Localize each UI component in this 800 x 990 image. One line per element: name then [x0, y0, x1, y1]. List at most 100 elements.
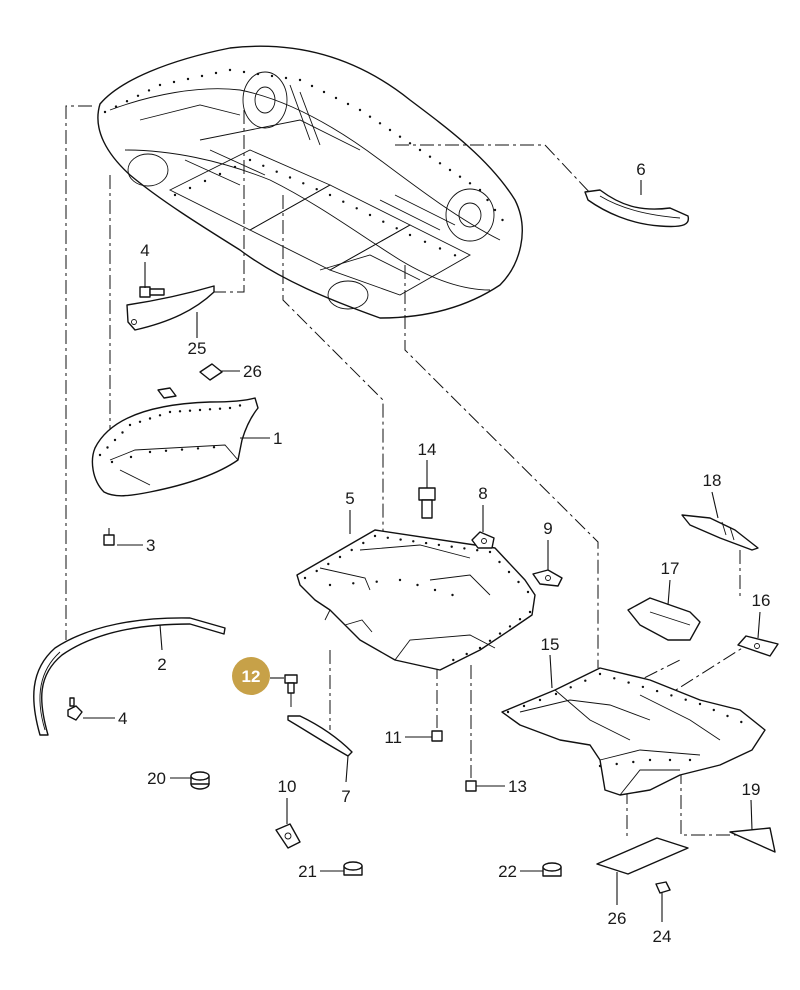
callouts: 6 4 25 26 1 3 2 4 5 14 8 9 11 13 7 10 20… [118, 160, 770, 946]
callout-4-top[interactable]: 4 [140, 241, 149, 260]
part-21-nut [343, 861, 363, 876]
callout-24[interactable]: 24 [653, 927, 672, 946]
hole-dot [412, 540, 415, 543]
hole-dot [322, 90, 326, 94]
hole-dot [598, 764, 602, 768]
hole-dot [315, 569, 318, 573]
hole-dot [310, 84, 314, 88]
hole-dot [408, 142, 412, 145]
car-underbody [97, 45, 523, 319]
part-13-screw [465, 780, 477, 792]
hole-dot [554, 692, 558, 696]
hole-dot [315, 188, 318, 191]
hole-dot [338, 555, 342, 559]
hole-dot [172, 80, 176, 84]
hole-dot [148, 417, 152, 420]
hole-dot [238, 404, 242, 407]
part-25-bracket [126, 285, 215, 331]
hole-dot [458, 175, 462, 178]
callout-10[interactable]: 10 [278, 777, 297, 796]
hole-dot [498, 560, 501, 564]
hole-dot [198, 408, 202, 412]
hole-dot [180, 448, 184, 451]
hole-dot [437, 543, 441, 547]
callout-5[interactable]: 5 [345, 489, 354, 508]
hole-dot [465, 652, 468, 656]
hole-dot [386, 536, 389, 539]
leader-lines [83, 180, 761, 922]
hole-dot [218, 407, 222, 410]
hole-dot [218, 172, 222, 176]
hole-dot [526, 590, 530, 594]
part-4-bolt-top [139, 286, 165, 298]
hole-dot [362, 541, 365, 545]
part-6-trim-strip [584, 189, 690, 228]
hole-dot [382, 220, 385, 223]
callout-6[interactable]: 6 [636, 160, 645, 179]
callout-21[interactable]: 21 [298, 862, 317, 881]
hole-dot [136, 94, 140, 98]
part-22-nut [542, 862, 562, 877]
hole-dot [178, 410, 182, 413]
hole-dot [418, 148, 422, 152]
callout-18[interactable]: 18 [703, 471, 722, 490]
callout-19[interactable]: 19 [742, 780, 761, 799]
callout-15[interactable]: 15 [541, 635, 560, 654]
callout-7[interactable]: 7 [341, 787, 350, 806]
hole-dot [684, 698, 687, 701]
hole-dot [368, 213, 372, 217]
callout-22[interactable]: 22 [498, 862, 517, 881]
hole-dot [448, 168, 452, 172]
callout-13[interactable]: 13 [508, 777, 527, 796]
callout-26-top[interactable]: 26 [243, 362, 262, 381]
callout-17[interactable]: 17 [661, 559, 680, 578]
part-8-clip [471, 531, 495, 549]
hole-dot [164, 449, 168, 452]
hole-dot [408, 233, 412, 237]
hole-dot [352, 582, 355, 585]
callout-4-bottom[interactable]: 4 [118, 709, 127, 728]
hole-dot [113, 438, 117, 442]
part-10-bracket [275, 823, 301, 849]
part-15-rear-underpanel [501, 667, 766, 796]
hole-dot [641, 685, 645, 689]
hole-dot [501, 218, 504, 222]
callout-11[interactable]: 11 [384, 728, 402, 747]
callout-9[interactable]: 9 [543, 519, 552, 538]
hole-dot [125, 100, 129, 103]
hole-dot [256, 72, 260, 76]
callout-25[interactable]: 25 [188, 339, 207, 358]
callout-1[interactable]: 1 [273, 429, 282, 448]
hole-dot [328, 193, 332, 197]
hole-dot [158, 83, 162, 87]
hole-dot [214, 71, 218, 75]
hole-dot [493, 208, 497, 212]
hole-dot [378, 122, 382, 125]
hole-dot [298, 78, 302, 82]
callout-8[interactable]: 8 [478, 484, 487, 503]
part-14-bolt [418, 487, 436, 519]
callout-26-bottom[interactable]: 26 [608, 909, 627, 928]
callout-2[interactable]: 2 [157, 655, 166, 674]
hole-dot [632, 760, 635, 764]
callout-16[interactable]: 16 [752, 591, 771, 610]
callout-3[interactable]: 3 [146, 536, 155, 555]
hole-dot [726, 714, 729, 718]
hole-dot [173, 193, 177, 197]
callout-20[interactable]: 20 [147, 769, 166, 788]
hole-dot [506, 710, 510, 714]
hole-dot [242, 70, 246, 74]
hole-dot [121, 431, 124, 434]
hole-dot [670, 694, 673, 697]
part-11-screw [431, 730, 443, 742]
hole-dot [476, 549, 479, 552]
hole-dot [106, 446, 109, 449]
hole-dot [358, 108, 362, 112]
hole-dot [388, 128, 392, 132]
callout-12-highlighted[interactable]: 12 [232, 657, 284, 695]
callout-12[interactable]: 12 [242, 667, 261, 686]
hole-dot [451, 593, 454, 597]
callout-14[interactable]: 14 [418, 440, 437, 459]
part-26-clip-top [199, 363, 223, 381]
